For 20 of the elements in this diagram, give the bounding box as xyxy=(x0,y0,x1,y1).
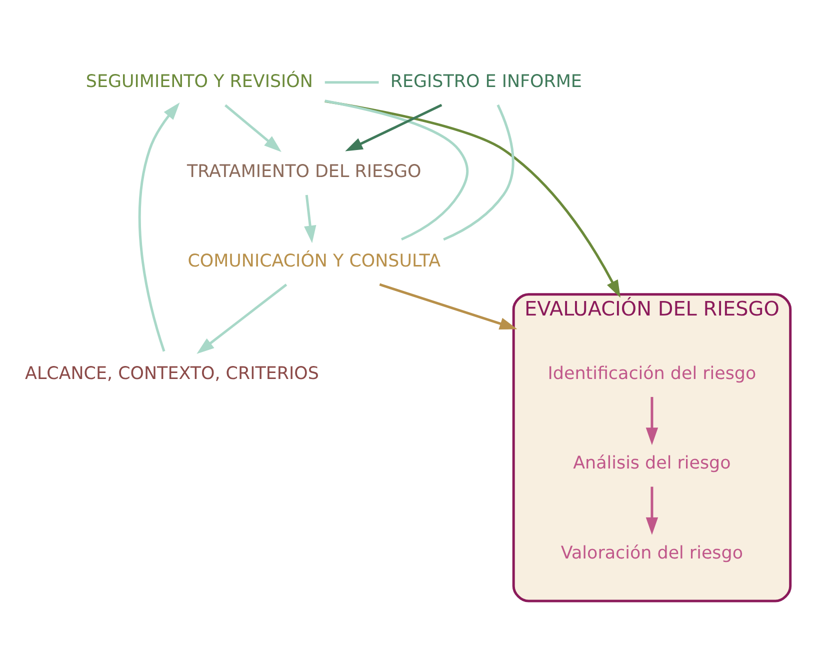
arrow xyxy=(379,283,518,330)
node-text: Análisis del riesgo xyxy=(573,454,731,474)
arrow xyxy=(304,194,316,244)
arrow xyxy=(138,102,180,352)
arrow xyxy=(345,104,442,152)
node-text: SEGUIMIENTO Y REVISIÓN xyxy=(86,72,313,92)
node-text: Identificación del riesgo xyxy=(548,364,756,384)
node-text: TRATAMIENTO DEL RIESGO xyxy=(186,162,422,182)
arrow xyxy=(324,100,620,298)
connector xyxy=(324,81,379,84)
arrow xyxy=(224,104,282,152)
connector xyxy=(443,104,514,241)
node-text: REGISTRO E INFORME xyxy=(390,72,582,92)
node-text: ALCANCE, CONTEXTO, CRITERIOS xyxy=(25,364,319,384)
arrow xyxy=(196,284,288,354)
node-text: Valoración del riesgo xyxy=(560,543,744,564)
node-text: COMUNICACIÓN Y CONSULTA xyxy=(188,252,441,272)
connector xyxy=(324,100,469,241)
arrow xyxy=(646,486,658,535)
arrow xyxy=(646,396,658,446)
